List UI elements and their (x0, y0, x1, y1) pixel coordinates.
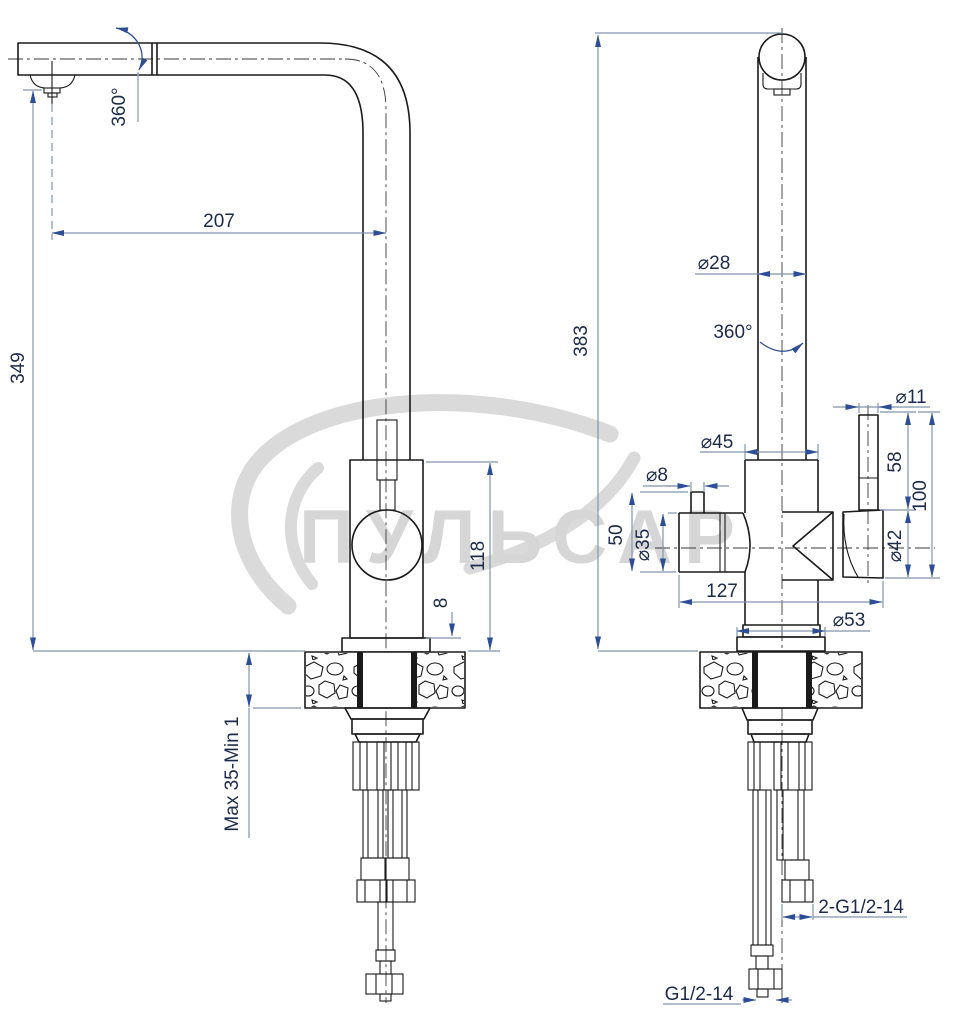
front-deck-hole-edge-left (752, 652, 758, 708)
mounting-stud (365, 901, 404, 1002)
handle-lever (858, 414, 879, 511)
aerator-nub (47, 92, 58, 98)
front-deck-hole-edge-right (806, 652, 812, 708)
front-countertop-hatch-right (812, 653, 861, 707)
front-mounting-ribs (747, 741, 813, 791)
label-handle-diameter: ⌀42 (885, 530, 906, 563)
label-base-diameter: ⌀53 (833, 610, 866, 631)
side-view (8, 42, 466, 1003)
countertop-hatch-right (413, 653, 464, 707)
watermark: ПУЛЬСАР (231, 394, 735, 615)
riser-centerline (344, 58, 387, 1003)
label-swivel-side: 360° (109, 87, 130, 126)
front-mounting-collar (747, 719, 813, 735)
label-lever-diameter: ⌀11 (895, 387, 926, 408)
outlet-seam (719, 513, 726, 572)
watermark-swoosh-return (463, 451, 641, 575)
dim-118-extensions (426, 461, 500, 652)
front-aerator-tab (773, 88, 791, 96)
spout-end-circle (758, 33, 806, 81)
deck-hole-edge-left (357, 652, 363, 708)
handle-body (842, 509, 884, 579)
mounting-taper (354, 733, 421, 743)
side-view-dimensions (23, 27, 500, 838)
mounting-ribs (352, 741, 420, 791)
swivel-arc (115, 27, 148, 71)
joint-sphere (351, 509, 423, 581)
dim-50-extensions (640, 491, 688, 573)
label-swivel-front: 360° (713, 322, 752, 343)
watermark-swoosh-inner (285, 462, 324, 590)
front-body-column (744, 460, 819, 625)
riser-sleeve (376, 419, 398, 481)
countertop-hatch-left (306, 653, 357, 707)
valve-cone (792, 511, 834, 581)
mounting-cone (344, 707, 431, 720)
dim-58-42-100-extensions (880, 411, 940, 579)
front-stud-and-hose (748, 789, 814, 998)
label-total-height: 383 (571, 325, 592, 357)
spout-pipe-inner (157, 74, 364, 460)
outlet-top-bottom-lines (679, 512, 745, 573)
label-spout-reach: 207 (203, 211, 235, 232)
outlet-spigot (690, 491, 705, 514)
front-countertop-hatch-left (701, 653, 752, 707)
label-handle-height: 100 (910, 480, 931, 512)
label-deck-thickness: Max 35-Min 1 (222, 716, 243, 831)
outlet-body-fillet (742, 512, 751, 573)
label-lever-length: 58 (885, 451, 906, 472)
handle-contour (843, 513, 859, 578)
valve-block (782, 511, 834, 581)
dim-383-extensions (595, 32, 783, 652)
dim-deck-tail (248, 707, 301, 838)
dim-127-extensions (678, 575, 884, 608)
label-spigot-diameter: ⌀8 (646, 465, 668, 486)
dimension-labels: 360° 207 349 118 8 Max 35-Min 1 383 ⌀28 … (8, 87, 931, 1005)
supply-hoses (360, 789, 410, 881)
label-body-diameter: ⌀45 (701, 432, 734, 453)
watermark-swoosh-outer (231, 394, 619, 615)
front-mounting-cone (741, 707, 819, 721)
label-stud-thread: G1/2-14 (665, 984, 734, 1005)
deck-hole-edge-right (411, 652, 417, 708)
dim-thread2-extensions (781, 904, 907, 920)
label-outlet-diameter: ⌀35 (633, 529, 654, 562)
label-base-height: 8 (431, 598, 452, 609)
front-mounting-taper (750, 733, 810, 743)
label-body-width: 127 (706, 581, 738, 602)
front-view (655, 28, 935, 1003)
hose-nuts (356, 879, 416, 903)
front-base-plate (736, 636, 826, 652)
label-spout-height: 349 (8, 352, 29, 384)
spout-pipe-outer (157, 42, 411, 460)
mounting-collar (351, 718, 424, 735)
label-spout-diameter: ⌀28 (698, 253, 731, 274)
front-riser-pipe (757, 57, 807, 460)
front-swivel-arc (759, 341, 804, 354)
front-view-dimensions (595, 32, 940, 1005)
label-hoses-thread: 2-G1/2-14 (818, 897, 904, 918)
label-body-height: 118 (468, 541, 489, 571)
label-outlet-height: 50 (606, 524, 627, 545)
